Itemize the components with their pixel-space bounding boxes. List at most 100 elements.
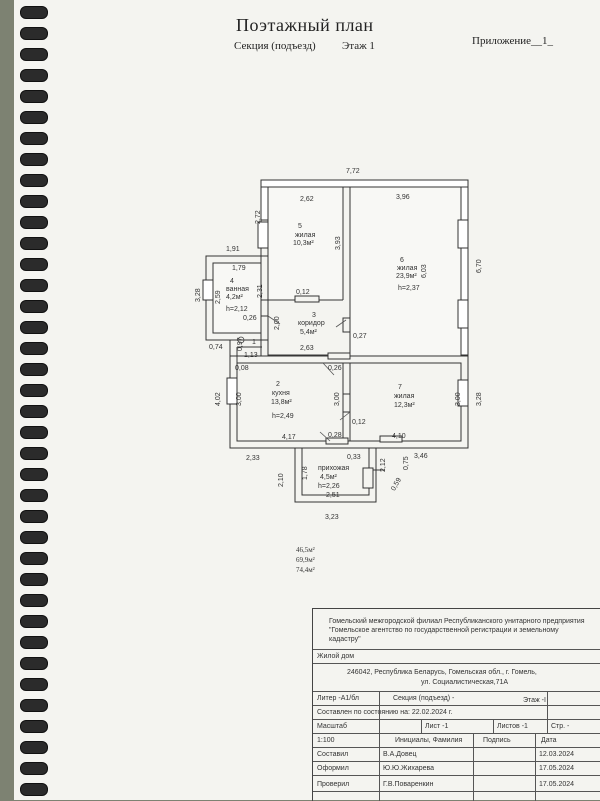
total-living-area: 46,5м² bbox=[296, 546, 315, 554]
binding-ring bbox=[20, 27, 48, 40]
dim-right-total: 6,70 bbox=[476, 259, 483, 273]
dim-r7-left-h: 3,00 bbox=[334, 392, 341, 406]
binding-ring bbox=[20, 510, 48, 523]
binding-ring bbox=[20, 174, 48, 187]
binding-ring bbox=[20, 195, 48, 208]
dim-r6-height: 6,03 bbox=[421, 264, 428, 278]
room-3-label: 3 коридор 5,4м² bbox=[298, 312, 325, 336]
dim-059: 0,59 bbox=[390, 477, 403, 492]
svg-text:жилая: жилая bbox=[397, 265, 418, 272]
room-4-label: 4 ванная 4,2м² h=2,12 bbox=[226, 278, 249, 313]
svg-text:5,4м²: 5,4м² bbox=[300, 329, 318, 336]
initials-header: Инициалы, Фамилия bbox=[395, 737, 463, 744]
svg-text:10,3м²: 10,3м² bbox=[293, 240, 314, 247]
binding-ring bbox=[20, 321, 48, 334]
dim-bath-left-total: 3,28 bbox=[195, 288, 202, 302]
dim-097: 0,97 bbox=[237, 337, 244, 351]
dim-233: 2,33 bbox=[246, 455, 260, 462]
dim-r7-bottom: 4,10 bbox=[392, 433, 406, 440]
svg-text:жилая: жилая bbox=[394, 393, 415, 400]
dim-r5-left: 2,72 bbox=[255, 210, 262, 224]
total-area: 69,9м² bbox=[296, 556, 315, 564]
role-checked: Проверил bbox=[317, 781, 350, 788]
floor: Этаж -I bbox=[523, 697, 546, 704]
object-name: Жилой дом bbox=[317, 653, 355, 660]
room-2-label: 2 кухня 13,8м² h=2,49 bbox=[271, 381, 294, 420]
svg-text:12,3м²: 12,3м² bbox=[394, 402, 415, 409]
svg-text:23,9м²: 23,9м² bbox=[396, 273, 417, 280]
binding-ring bbox=[20, 678, 48, 691]
date-header: Дата bbox=[541, 737, 557, 744]
binding-ring bbox=[20, 552, 48, 565]
section-label: Секция (подъезд) bbox=[234, 40, 316, 52]
svg-text:5: 5 bbox=[298, 223, 302, 230]
dim-corridor-w: 2,00 bbox=[274, 316, 281, 330]
dim-074: 0,74 bbox=[209, 344, 223, 351]
binding-ring bbox=[20, 342, 48, 355]
svg-text:коридор: коридор bbox=[298, 320, 325, 327]
binding-ring bbox=[20, 363, 48, 376]
dim-bath-inner: 1,79 bbox=[232, 265, 246, 272]
page-label: Стр. - bbox=[551, 723, 570, 730]
binding-ring bbox=[20, 699, 48, 712]
area-totals: 46,5м² 69,9м² 74,4м² bbox=[296, 545, 315, 575]
binding-ring bbox=[20, 279, 48, 292]
dim-026a: 0,26 bbox=[243, 315, 257, 322]
room-hall-label: прихожая 4,5м² h=2,26 bbox=[318, 465, 349, 490]
svg-text:кухня: кухня bbox=[272, 390, 290, 397]
svg-text:ванная: ванная bbox=[226, 286, 249, 293]
dim-212: 2,12 bbox=[380, 458, 387, 472]
binding-ring bbox=[20, 258, 48, 271]
svg-text:2: 2 bbox=[276, 381, 280, 388]
binding-ring bbox=[20, 90, 48, 103]
svg-text:4,5м²: 4,5м² bbox=[320, 474, 338, 481]
dim-263: 2,63 bbox=[300, 345, 314, 352]
binding-ring bbox=[20, 741, 48, 754]
date-formatted: 17.05.2024 bbox=[539, 765, 575, 772]
floor-label: Этаж 1 bbox=[342, 40, 375, 52]
dim-346: 3,46 bbox=[414, 453, 428, 460]
dim-r6-width: 3,96 bbox=[396, 194, 410, 201]
binding-ring bbox=[20, 468, 48, 481]
section: Секция (подъезд) - bbox=[393, 695, 455, 702]
dim-210: 2,10 bbox=[278, 473, 285, 487]
binding-ring bbox=[20, 720, 48, 733]
name-compiled: В.А.Довец bbox=[383, 751, 417, 758]
address-line-1: 246042, Республика Беларусь, Гомельская … bbox=[347, 669, 537, 676]
svg-text:13,8м²: 13,8м² bbox=[271, 399, 292, 406]
svg-text:жилая: жилая bbox=[295, 232, 316, 239]
dim-251: 2,51 bbox=[326, 492, 340, 499]
binding-ring bbox=[20, 594, 48, 607]
binding-ring bbox=[20, 153, 48, 166]
floor-plan-drawing: 7,72 2,62 3,96 2,72 3,93 6,03 6,70 1,91 … bbox=[195, 168, 483, 521]
dim-bath-h: 2,59 bbox=[215, 290, 222, 304]
binding-ring bbox=[20, 489, 48, 502]
dim-075: 0,75 bbox=[403, 456, 410, 470]
fixture-icon bbox=[237, 336, 245, 344]
dim-012b: 0,12 bbox=[352, 419, 366, 426]
dim-012a: 0,12 bbox=[296, 289, 310, 296]
scale-label: Масштаб bbox=[317, 723, 347, 730]
signature-header: Подпись bbox=[483, 737, 511, 744]
dim-113: 1,13 bbox=[244, 352, 258, 359]
binding-ring bbox=[20, 216, 48, 229]
binding-ring bbox=[20, 573, 48, 586]
binding-ring bbox=[20, 405, 48, 418]
organization-name: Гомельский межгородской филиал Республик… bbox=[329, 618, 585, 643]
svg-text:6: 6 bbox=[400, 257, 404, 264]
dim-bath-door-h: 2,31 bbox=[257, 284, 264, 298]
date-checked: 17.05.2024 bbox=[539, 781, 575, 788]
svg-text:7: 7 bbox=[398, 384, 402, 391]
total-area-with-extra: 74,4м² bbox=[296, 566, 315, 574]
page-title: Поэтажный план bbox=[236, 15, 374, 35]
dim-027: 0,27 bbox=[353, 333, 367, 340]
svg-text:h=2,12: h=2,12 bbox=[226, 306, 248, 313]
binding-ring bbox=[20, 132, 48, 145]
binding-ring bbox=[20, 531, 48, 544]
liter: Литер -А1/бл bbox=[317, 695, 359, 702]
dim-033: 0,33 bbox=[347, 454, 361, 461]
compiled-date: Составлен по состоянию на: 22.02.2024 г. bbox=[317, 709, 453, 716]
title-block: Гомельский межгородской филиал Республик… bbox=[312, 608, 600, 801]
svg-text:3: 3 bbox=[312, 312, 316, 319]
binding-ring bbox=[20, 384, 48, 397]
